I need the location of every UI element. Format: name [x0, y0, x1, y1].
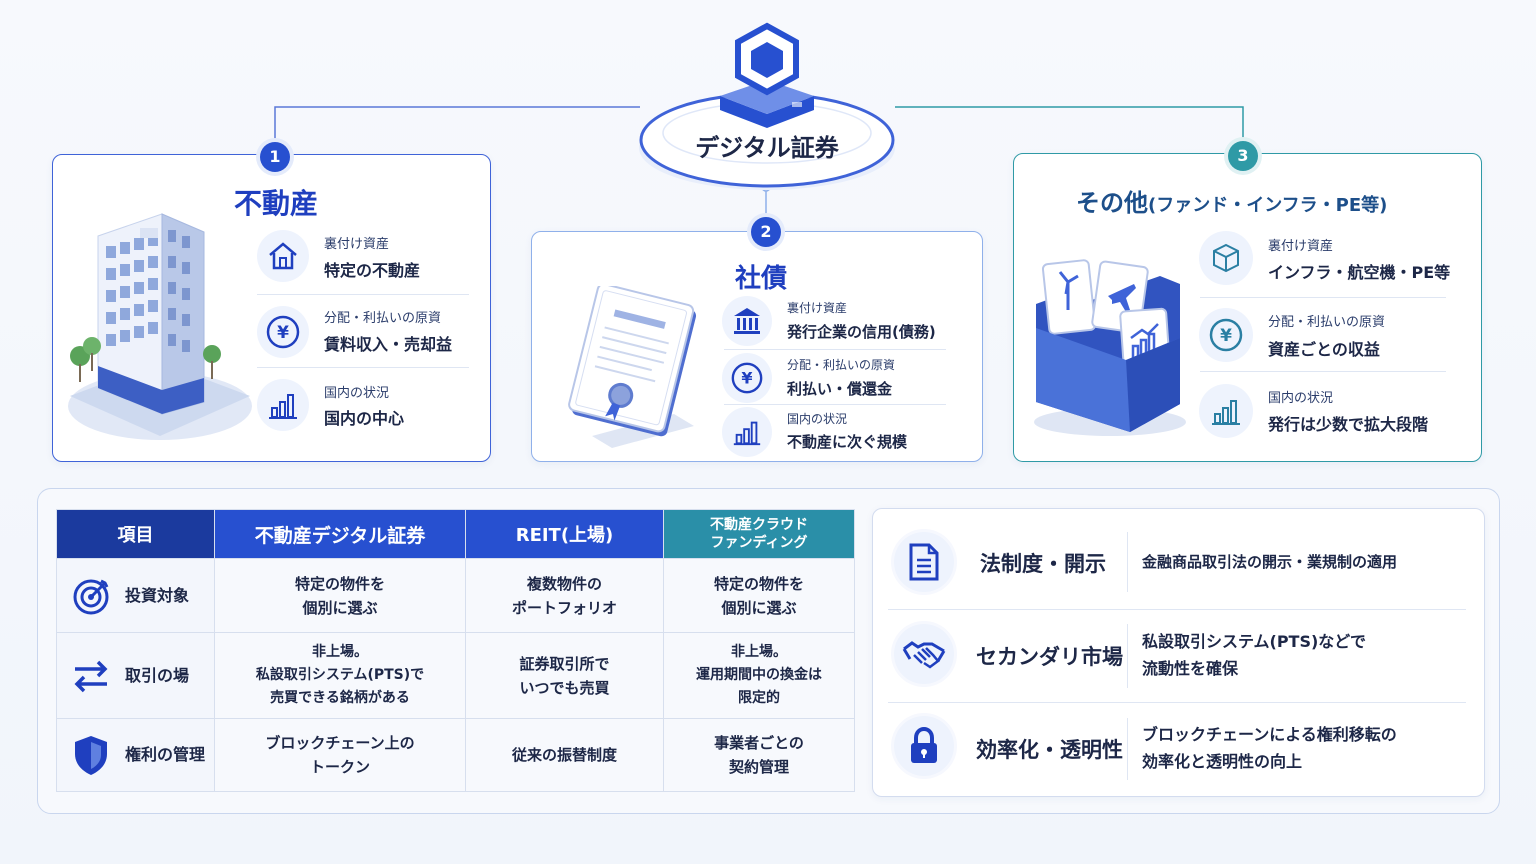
hub-title: デジタル証券 [695, 134, 839, 162]
table-row: 投資対象 特定の物件を 個別に選ぶ 複数物件の ポートフォリオ 特定の物件を 個… [56, 558, 855, 633]
table-cell: 非上場。 私設取引システム(PTS)で 売買できる銘柄がある [214, 632, 466, 719]
table-cell: 非上場。 運用期間中の換金は 限定的 [663, 632, 855, 719]
bank-icon [722, 296, 772, 346]
table-cell: 従来の振替制度 [465, 718, 664, 792]
table-cell: 複数物件の ポートフォリオ [465, 558, 664, 633]
card-2-row-1-caption: 裏付け資産 [787, 301, 848, 315]
feature-2-title: セカンダリ市場 [976, 645, 1123, 669]
divider [1127, 532, 1128, 592]
divider [257, 367, 469, 368]
table-header-real-estate-digital-securities: 不動産デジタル証券 [214, 509, 466, 559]
card-2-row-3-caption: 国内の状況 [787, 412, 848, 426]
card-2-row-1-value: 発行企業の信用(債務) [787, 323, 936, 341]
divider [257, 294, 469, 295]
bar-chart-icon [722, 407, 772, 457]
hub-platform-icon [639, 22, 895, 190]
yen-icon: ¥ [257, 306, 309, 358]
divider [1127, 718, 1128, 780]
card-2-row-2-value: 利払い・償還金 [787, 380, 893, 398]
cube-icon [1199, 231, 1253, 285]
card-3-row-3-value: 発行は少数で拡大段階 [1268, 415, 1429, 434]
card-1-row-2-caption: 分配・利払いの原資 [324, 311, 442, 326]
features-panel [872, 508, 1485, 797]
divider [1200, 371, 1446, 372]
card-3-row-2-caption: 分配・利払いの原資 [1268, 315, 1386, 330]
office-building-illustration [68, 213, 252, 440]
table-header-item: 項目 [56, 509, 215, 559]
divider [1127, 624, 1128, 688]
target-icon [73, 579, 109, 614]
table-cell: 証券取引所で いつでも売買 [465, 632, 664, 719]
exchange-arrows-icon [74, 660, 108, 692]
handshake-icon [894, 624, 954, 684]
divider [888, 702, 1466, 703]
card-1-row-1-value: 特定の不動産 [324, 261, 421, 280]
divider [724, 349, 946, 350]
card-1-title: 不動産 [234, 187, 319, 220]
digital-securities-hub: デジタル証券 [636, 18, 898, 194]
table-header-reit: REIT(上場) [465, 509, 664, 559]
bond-certificate-illustration [568, 286, 697, 448]
card-1-row-2-value: 賃料収入・売却益 [324, 335, 453, 354]
feature-1-desc: 金融商品取引法の開示・業規制の適用 [1142, 553, 1398, 571]
row-label: 取引の場 [125, 665, 190, 685]
divider [1200, 297, 1446, 298]
card-3-title-main: その他 [1076, 189, 1148, 217]
divider [888, 609, 1466, 610]
feature-3-desc: ブロックチェーンによる権利移転の 効率化と透明性の向上 [1142, 725, 1397, 771]
card-3-title: その他(ファンド・インフラ・PE等) [1076, 183, 1387, 218]
card-1-row-3-value: 国内の中心 [324, 409, 405, 428]
card-2-row-2-caption: 分配・利払いの原資 [787, 358, 896, 372]
table-row: 取引の場 非上場。 私設取引システム(PTS)で 売買できる銘柄がある 証券取引… [56, 632, 855, 719]
table-cell: 特定の物件を 個別に選ぶ [214, 558, 466, 633]
card-1-number: 1 [260, 142, 290, 172]
card-1-row-1-caption: 裏付け資産 [324, 237, 390, 252]
card-2-title: 社債 [735, 264, 788, 294]
lock-icon [894, 716, 954, 776]
table-header-crowdfunding: 不動産クラウド ファンディング [663, 509, 855, 559]
card-3-title-sub: (ファンド・インフラ・PE等) [1148, 195, 1388, 216]
card-3-row-3-caption: 国内の状況 [1268, 391, 1334, 406]
svg-text:¥: ¥ [277, 323, 289, 343]
table-row-header: 投資対象 [56, 558, 215, 633]
card-3-row-2-value: 資産ごとの収益 [1268, 340, 1380, 359]
shield-icon [75, 736, 107, 775]
comparison-table: 項目 不動産デジタル証券 REIT(上場) 不動産クラウド ファンディング 投資… [56, 509, 855, 792]
folder-assets-illustration [1034, 259, 1186, 436]
card-2-row-3-value: 不動産に次ぐ規模 [787, 433, 908, 451]
card-2-number: 2 [751, 217, 781, 247]
row-label: 権利の管理 [125, 745, 206, 764]
table-row: 権利の管理 ブロックチェーン上の トークン 従来の振替制度 事業者ごとの 契約管… [56, 718, 855, 792]
feature-3-title: 効率化・透明性 [976, 738, 1123, 762]
svg-text:¥: ¥ [741, 369, 752, 388]
card-3-row-1-value: インフラ・航空機・PE等 [1268, 263, 1451, 282]
table-row-header: 取引の場 [56, 632, 215, 719]
yen-icon: ¥ [1199, 308, 1253, 362]
row-label: 投資対象 [125, 585, 190, 605]
house-icon [257, 230, 309, 282]
bar-chart-icon [1199, 384, 1253, 438]
document-icon [894, 532, 954, 592]
feature-1-title: 法制度・開示 [980, 552, 1106, 576]
divider [724, 404, 946, 405]
card-3-row-1-caption: 裏付け資産 [1268, 239, 1334, 254]
card-1-row-3-caption: 国内の状況 [324, 386, 390, 401]
bar-chart-icon [257, 379, 309, 431]
table-cell: 事業者ごとの 契約管理 [663, 718, 855, 792]
card-3-number: 3 [1228, 141, 1258, 171]
svg-text:¥: ¥ [1220, 326, 1232, 346]
table-cell: ブロックチェーン上の トークン [214, 718, 466, 792]
yen-icon: ¥ [722, 353, 772, 403]
table-cell: 特定の物件を 個別に選ぶ [663, 558, 855, 633]
table-row-header: 権利の管理 [56, 718, 215, 792]
feature-2-desc: 私設取引システム(PTS)などで 流動性を確保 [1142, 632, 1366, 678]
